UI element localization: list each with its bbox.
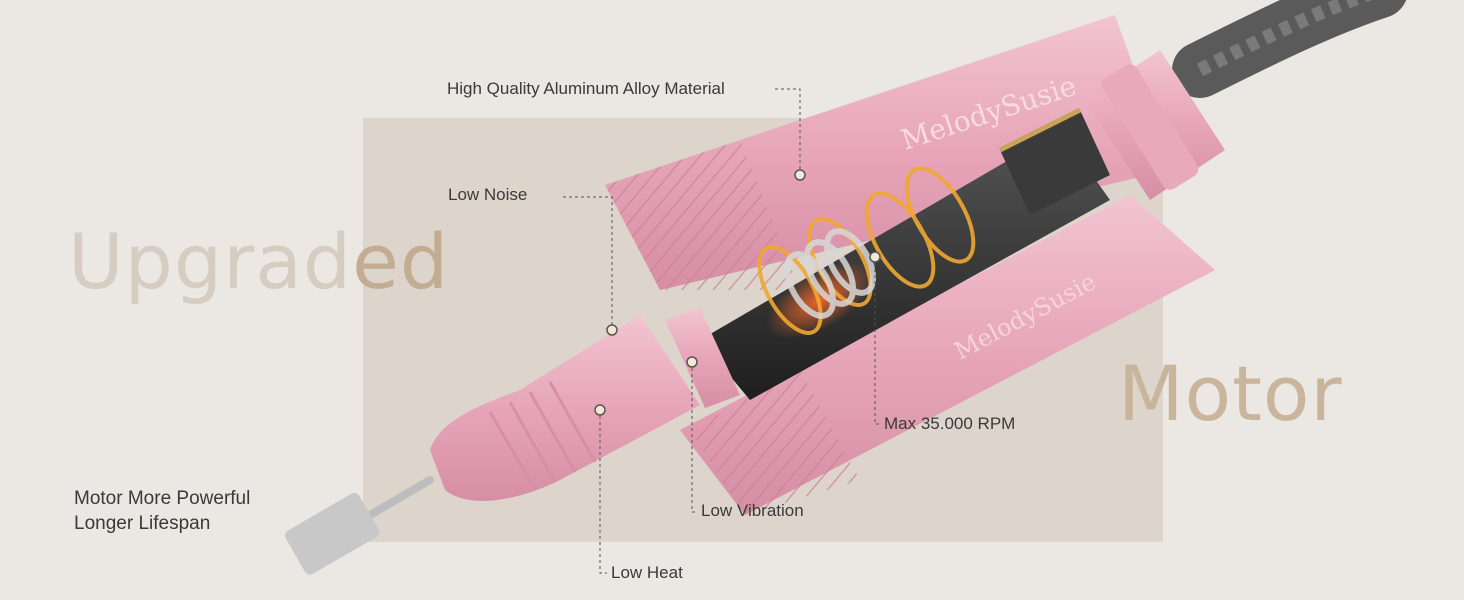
callout-power: Motor More Powerful Longer Lifespan (74, 486, 250, 536)
headline-upgraded-part1: Upgrad (68, 217, 353, 306)
callout-rpm: Max 35.000 RPM (884, 414, 1016, 433)
handpiece-icon (430, 315, 700, 501)
cable-icon (1172, 0, 1406, 98)
callout-dots (594, 169, 881, 416)
rear-cap (1085, 50, 1225, 200)
bottom-shell: MelodySusie (680, 195, 1215, 515)
callout-leaders (563, 88, 882, 574)
callout-power-line1: Motor More Powerful (74, 488, 251, 509)
headline-upgraded-part2: ed (352, 217, 450, 306)
callout-heat: Low Heat (611, 563, 683, 582)
top-shell: MelodySusie (605, 15, 1170, 290)
callout-vibration: Low Vibration (701, 501, 804, 520)
headline-motor: Motor (1118, 349, 1343, 438)
front-collar (665, 308, 740, 408)
callout-noise: Low Noise (448, 185, 528, 204)
callout-aluminum: High Quality Aluminum Alloy Material (447, 79, 725, 98)
drill-bit-icon (285, 476, 434, 575)
callout-power-line2: Longer Lifespan (74, 513, 211, 534)
motor-icon (700, 107, 1110, 400)
headline-upgraded: Upgraded (68, 224, 449, 300)
